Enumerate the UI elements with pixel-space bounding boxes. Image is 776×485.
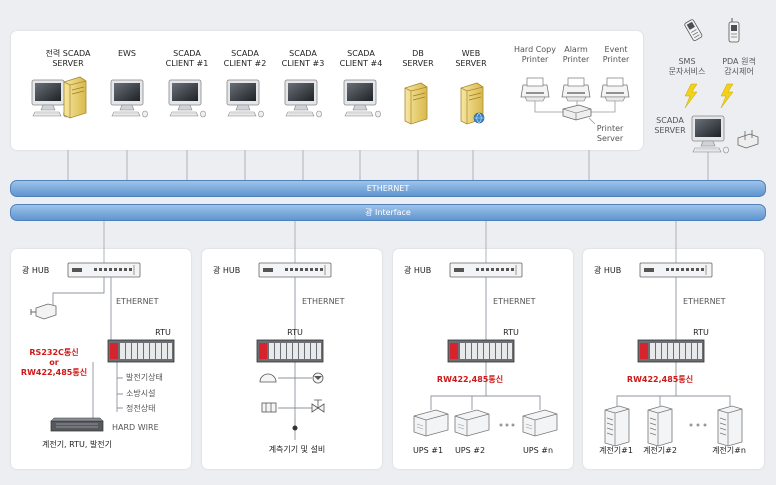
optical-interface-bus: 광 Interface [10,204,766,221]
panel2-bottom-label: 계측기기 및 설비 [268,445,326,454]
relay-n-label: 계전기#n [712,446,746,455]
ethernet-label-3: ETHERNET [493,297,536,306]
rtu-label-1: RTU [155,328,171,337]
label-db-server: DB SERVER [402,49,434,68]
label-web-server: WEB SERVER [455,49,487,68]
hub-label-2: 광 HUB [213,266,241,275]
label-pda-remote: PDA 원격 감시제어 [722,57,756,76]
label-scada-client-1: SCADA CLIENT #1 [165,49,209,68]
item-fire-facility: 소방시설 [126,389,156,398]
ethernet-bus: ETHERNET [10,180,766,197]
top-connectors [67,150,709,263]
rtu-label-4: RTU [693,328,709,337]
label-scada-server-right: SCADA SERVER [654,116,686,135]
label-printer-server: Printer Server [596,124,624,143]
label-scada-client-2: SCADA CLIENT #2 [223,49,267,68]
label-power-scada-server: 전력 SCADA SERVER [45,49,91,68]
label-scada-client-4: SCADA CLIENT #4 [339,49,383,68]
ethernet-label-4: ETHERNET [683,297,726,306]
rtu-label-3: RTU [503,328,519,337]
label-alarm-printer: Alarm Printer [562,45,590,64]
panel1-bottom-label: 계전기, RTU, 발전기 [41,440,113,449]
hub-label-3: 광 HUB [404,266,432,275]
ups-n-label: UPS #n [522,446,554,455]
label-hardcopy-printer: Hard Copy Printer [514,45,556,64]
hub-label-1: 광 HUB [22,266,50,275]
ethernet-label-1: ETHERNET [116,297,159,306]
hub-label-4: 광 HUB [594,266,622,275]
item-generator-status: 발전기상태 [126,373,163,382]
relay-1-label: 계전기#1 [599,446,633,455]
ups-2-label: UPS #2 [454,446,486,455]
label-sms-service: SMS 문자서비스 [668,57,706,76]
panel3-comm-label: RW422,485통신 [436,375,504,384]
ups-1-label: UPS #1 [412,446,444,455]
hard-wire-label: HARD WIRE [112,423,159,432]
item-outage-status: 정전상태 [126,404,156,413]
label-event-printer: Event Printer [602,45,630,64]
ethernet-label-2: ETHERNET [302,297,345,306]
label-ews: EWS [117,49,137,58]
relay-2-label: 계전기#2 [643,446,677,455]
label-scada-client-3: SCADA CLIENT #3 [281,49,325,68]
panel4-comm-label: RW422,485통신 [626,375,694,384]
rtu-label-2: RTU [287,328,303,337]
comm-label-rs232-rw422: RS232C통신 or RW422,485통신 [20,348,88,377]
